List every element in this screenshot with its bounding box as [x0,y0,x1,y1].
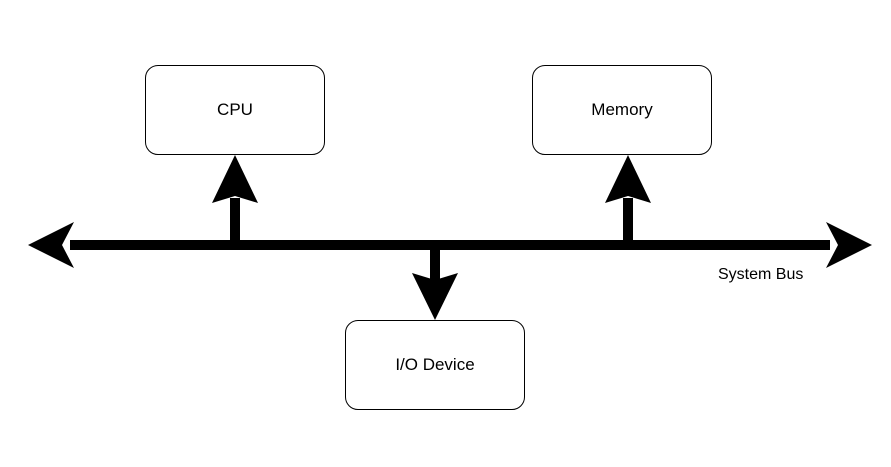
system-bus-label: System Bus [718,266,804,283]
bus-right-arrowhead [826,222,872,268]
cpu-node: CPU [145,65,325,155]
bus-to-memory-arrowhead [605,155,651,203]
io-device-node: I/O Device [345,320,525,410]
io-device-label: I/O Device [395,355,475,374]
bus-to-io-arrowhead [412,273,458,320]
bus-to-cpu-arrowhead [212,155,258,203]
cpu-label: CPU [217,100,253,119]
bus-left-arrowhead [28,222,74,268]
memory-node: Memory [532,65,712,155]
memory-label: Memory [591,100,653,119]
